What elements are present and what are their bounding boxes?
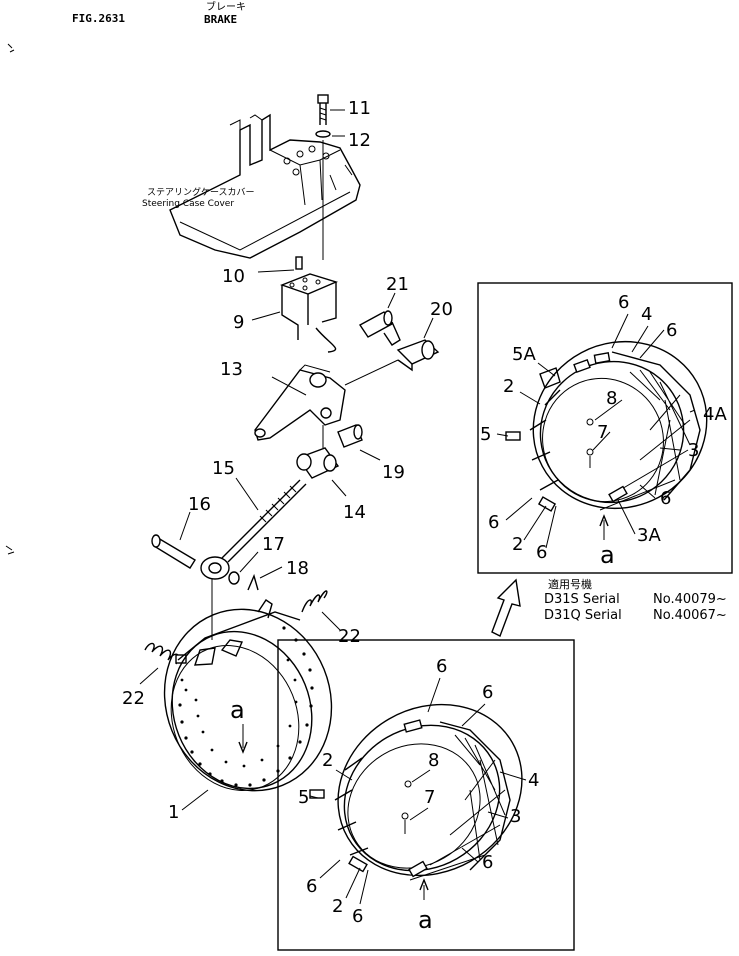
washer-17 [228, 571, 240, 585]
inset-top-label-6a: 6 [618, 292, 629, 313]
serial-line2-number: No.40067~ [653, 608, 727, 623]
callout-18: 18 [286, 558, 309, 579]
title-japanese: ブレーキ [206, 0, 246, 13]
bolt-11 [317, 94, 329, 125]
inset-bottom-frame [277, 639, 575, 951]
inset-bottom-label-6c: 6 [482, 852, 493, 873]
steering-cover-label-jp: ステアリングケースカバー [147, 186, 255, 198]
rod-15 [200, 479, 307, 580]
callout-1: 1 [168, 802, 179, 823]
inset-top-band [505, 340, 708, 512]
pin-16 [151, 534, 196, 569]
pin-10 [295, 256, 303, 270]
inset-bottom-label-a: a [418, 906, 433, 934]
inset-top-label-8: 8 [606, 388, 617, 409]
lever-13 [254, 364, 346, 441]
inset-top-frame [477, 282, 733, 574]
callout-21: 21 [386, 274, 409, 295]
inset-top-label-2a: 2 [503, 376, 514, 397]
serial-line2-model: D31Q Serial [544, 608, 622, 623]
inset-bottom-label-6d: 6 [306, 876, 317, 897]
callout-22-right: 22 [338, 626, 361, 647]
figure-number: FIG.2631 [72, 12, 125, 25]
inset-top-label-5a: 5A [512, 344, 536, 365]
callout-16: 16 [188, 494, 211, 515]
inset-bottom-label-6a: 6 [436, 656, 447, 677]
inset-bottom-label-4: 4 [528, 770, 539, 791]
inset-bottom-label-7: 7 [424, 787, 435, 808]
inset-top-label-4: 4 [641, 304, 652, 325]
callout-a-main: a [230, 696, 245, 724]
callout-9: 9 [233, 312, 244, 333]
inset-bottom-label-2a: 2 [322, 750, 333, 771]
inset-top-label-5: 5 [480, 424, 491, 445]
inset-top-label-3a: 3A [637, 525, 661, 546]
callout-14: 14 [343, 502, 366, 523]
spring-22-right [301, 590, 328, 613]
callout-10: 10 [222, 266, 245, 287]
inset-top-label-7: 7 [597, 422, 608, 443]
bracket-9 [279, 273, 339, 353]
cotter-pin-18 [247, 573, 259, 591]
inset-top-label-4a: 4A [703, 404, 727, 425]
inset-top-label-6c: 6 [660, 488, 671, 509]
scan-mark [7, 43, 15, 53]
inset-bottom-label-8: 8 [428, 750, 439, 771]
inset-top-label-3: 3 [688, 440, 699, 461]
spring-22-left [144, 642, 187, 665]
inset-bottom-label-5: 5 [298, 787, 309, 808]
clevis-20 [396, 339, 440, 372]
pin-21 [358, 310, 401, 346]
pin-19 [337, 424, 363, 448]
yoke-14 [296, 447, 340, 479]
inset-bottom-band [309, 703, 523, 881]
inset-bottom-label-6b: 6 [482, 682, 493, 703]
inset-top-label-6b: 6 [666, 320, 677, 341]
washer-12 [315, 130, 331, 138]
title-english: BRAKE [204, 13, 237, 26]
inset-top-label-2b: 2 [512, 534, 523, 555]
serial-line1-number: No.40079~ [653, 592, 727, 607]
inset-top-label-6e: 6 [536, 542, 547, 563]
callout-17: 17 [262, 534, 285, 555]
brake-band-1 [163, 599, 333, 792]
callout-11: 11 [348, 98, 371, 119]
callout-13: 13 [220, 359, 243, 380]
inset-top-label-6d: 6 [488, 512, 499, 533]
inset-top-label-a: a [600, 541, 615, 569]
callout-22-left: 22 [122, 688, 145, 709]
steering-case-cover [169, 113, 361, 259]
serial-note-jp: 適用号機 [548, 577, 592, 591]
inset-bottom-label-2b: 2 [332, 896, 343, 917]
callout-20: 20 [430, 299, 453, 320]
steering-cover-label-en: Steering Case Cover [142, 199, 234, 209]
callout-19: 19 [382, 462, 405, 483]
inset-bottom-label-6e: 6 [352, 906, 363, 927]
callout-12: 12 [348, 130, 371, 151]
scan-mark [5, 545, 15, 555]
callout-15: 15 [212, 458, 235, 479]
inset-bottom-label-3: 3 [510, 806, 521, 827]
serial-arrow-icon [491, 578, 521, 637]
serial-line1-model: D31S Serial [544, 592, 620, 607]
